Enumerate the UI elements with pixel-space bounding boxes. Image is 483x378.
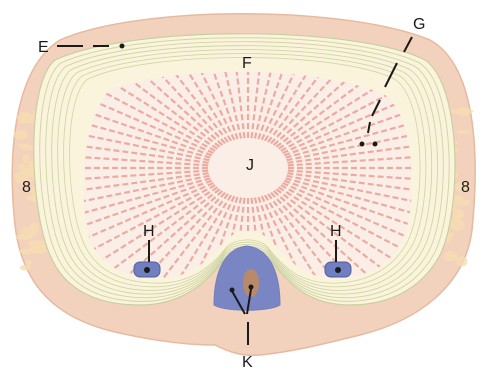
label-eight-left: 8 <box>22 179 31 196</box>
label-h-right: H <box>330 223 342 240</box>
tissue-blob <box>455 209 464 219</box>
tissue-blob <box>22 114 29 118</box>
tissue-blob <box>29 240 45 245</box>
tissue-blob <box>444 251 458 261</box>
tissue-blob <box>460 200 470 206</box>
tissue-blob <box>19 249 26 254</box>
tissue-blob <box>449 219 465 231</box>
leader-g-dot1 <box>360 142 365 147</box>
tissue-blob <box>456 107 471 115</box>
tissue-blob <box>16 234 33 240</box>
label-h-left: H <box>143 223 155 240</box>
tissue-blob <box>29 223 39 234</box>
leader-g-dot2 <box>373 142 378 147</box>
canal-point-b <box>249 285 254 290</box>
label-k: K <box>242 354 253 371</box>
label-f: F <box>242 55 252 72</box>
label-g: G <box>413 16 425 33</box>
vessel-right <box>325 262 351 277</box>
leader-e-dot <box>120 44 125 49</box>
label-j: J <box>246 157 254 174</box>
tissue-blob <box>18 164 27 170</box>
tissue-blob <box>26 260 32 267</box>
label-eight-right: 8 <box>461 179 470 196</box>
tissue-blob <box>14 130 28 140</box>
tissue-blob <box>456 256 467 266</box>
tissue-blob <box>456 130 471 134</box>
vessel-left <box>134 262 160 277</box>
label-e: E <box>38 39 49 56</box>
tissue-blob <box>23 154 29 163</box>
